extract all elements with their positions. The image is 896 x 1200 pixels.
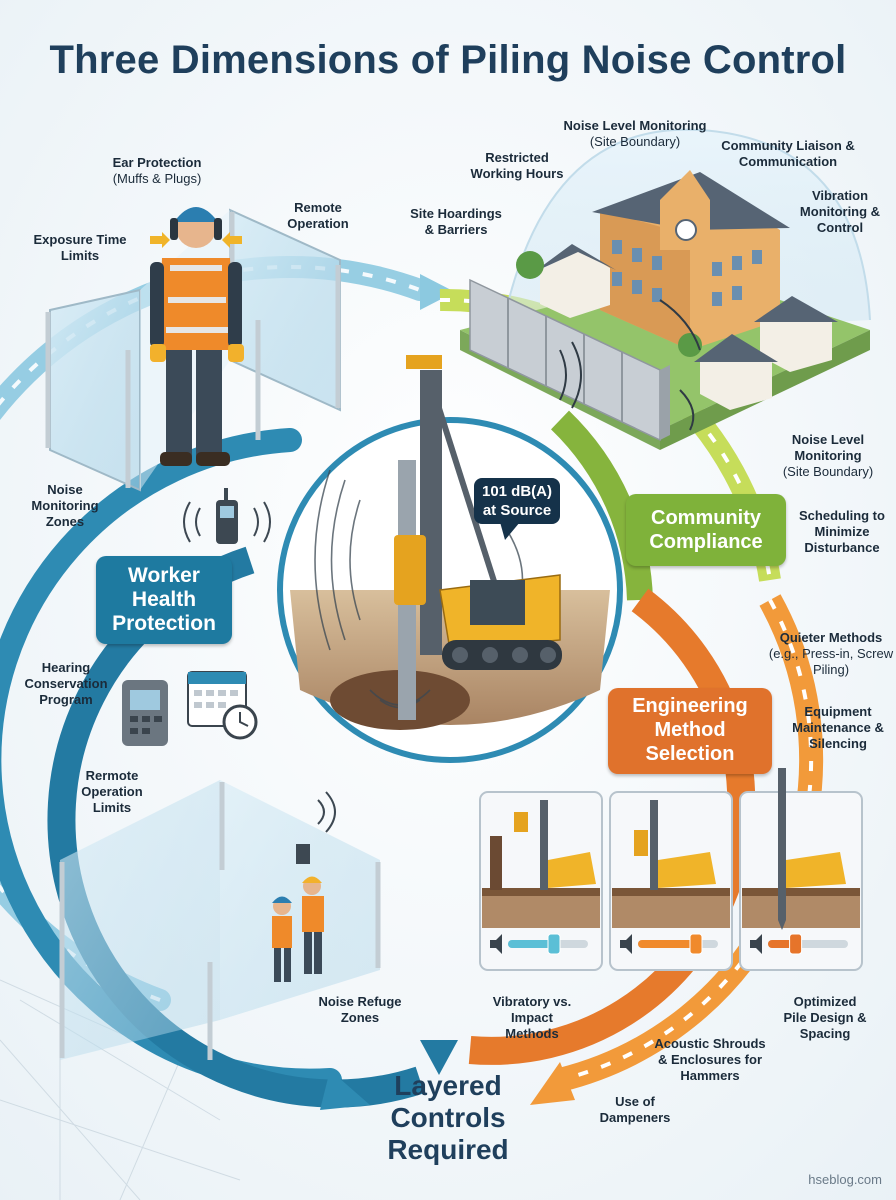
label-exposure-time: Exposure Time Limits xyxy=(33,232,127,263)
source-level-bubble: 101 dB(A) at Source xyxy=(474,478,560,524)
label-acoustic-shrouds: Acoustic Shrouds & Enclosures for Hammer… xyxy=(654,1036,766,1083)
badge-worker-health: Worker Health Protection xyxy=(96,556,232,644)
slider-fill xyxy=(508,940,554,948)
label-optimized-pile: Optimized Pile Design & Spacing xyxy=(783,994,867,1041)
outcome-title: Layered Controls Required xyxy=(387,1070,509,1165)
label-remote-operation-limits: Rermote Operation Limits xyxy=(81,768,143,815)
label-site-hoardings: Site Hoardings & Barriers xyxy=(410,206,502,237)
page-title: Three Dimensions of Piling Noise Control xyxy=(49,38,847,82)
label-hearing-conservation: Hearing Conservation Program xyxy=(24,660,108,707)
label-ear-protection: Ear Protection (Muffs & Plugs) xyxy=(112,155,202,186)
slider-fill xyxy=(768,940,796,948)
label-dampeners: Use of Dampeners xyxy=(599,1094,671,1125)
label-scheduling: Scheduling to Minimize Disturbance xyxy=(799,508,885,555)
label-vibration-monitoring: Vibration Monitoring & Control xyxy=(799,188,881,235)
label-noise-refuge: Noise Refuge Zones xyxy=(318,994,402,1025)
label-noise-monitoring-side: Noise Level Monitoring (Site Boundary) xyxy=(782,432,874,479)
slider-knob xyxy=(689,933,703,955)
label-noise-monitoring-top: Noise Level Monitoring (Site Boundary) xyxy=(563,118,707,149)
footer-credit: hseblog.com xyxy=(808,1172,882,1187)
slider-fill xyxy=(638,940,696,948)
source-note: at Source xyxy=(482,502,552,519)
label-community-liaison: Community Liaison & Communication xyxy=(721,138,855,169)
label-vibratory-impact: Vibratory vs. Impact Methods xyxy=(492,994,572,1041)
slider-knob xyxy=(789,933,803,955)
slider-knob xyxy=(547,933,561,955)
badge-community-compliance: Community Compliance xyxy=(626,494,786,566)
label-remote-operation: Remote Operation xyxy=(287,200,349,231)
label-equipment-maintenance: Equipment Maintenance & Silencing xyxy=(792,704,884,751)
source-level: 101 dB(A) xyxy=(481,483,552,500)
label-quieter-methods: Quieter Methods (e.g., Press-in, Screw P… xyxy=(768,630,894,677)
label-restricted-hours: Restricted Working Hours xyxy=(470,150,564,181)
badge-engineering-method: Engineering Method Selection xyxy=(608,688,772,774)
label-noise-monitoring-zones: Noise Monitoring Zones xyxy=(31,482,99,529)
